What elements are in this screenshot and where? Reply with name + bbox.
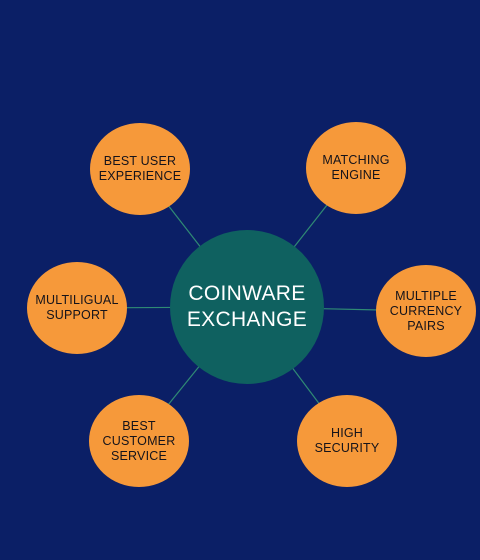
connector-line: [292, 203, 329, 249]
node-high-security: HIGH SECURITY: [297, 395, 397, 487]
connector-line: [167, 365, 201, 406]
node-label: MATCHING ENGINE: [322, 153, 390, 182]
node-matching-engine: MATCHING ENGINE: [306, 122, 406, 214]
node-multiligual-support: MULTILIGUAL SUPPORT: [27, 262, 127, 354]
node-best-customer-service: BEST CUSTOMER SERVICE: [89, 395, 189, 487]
connector-line: [291, 366, 320, 405]
node-label: MULTIPLE CURRENCY PAIRS: [389, 288, 463, 333]
node-label: BEST USER EXPERIENCE: [98, 154, 182, 183]
central-hub-node: COINWARE EXCHANGE: [170, 230, 324, 384]
node-label: MULTILIGUAL SUPPORT: [35, 293, 119, 322]
node-best-user-experience: BEST USER EXPERIENCE: [90, 123, 190, 215]
node-label: BEST CUSTOMER SERVICE: [102, 418, 176, 463]
node-multiple-currency-pairs: MULTIPLE CURRENCY PAIRS: [376, 265, 476, 357]
central-hub-label: COINWARE EXCHANGE: [186, 282, 308, 331]
node-label: HIGH SECURITY: [314, 426, 380, 455]
connector-line: [321, 308, 381, 311]
connector-line: [167, 204, 202, 249]
